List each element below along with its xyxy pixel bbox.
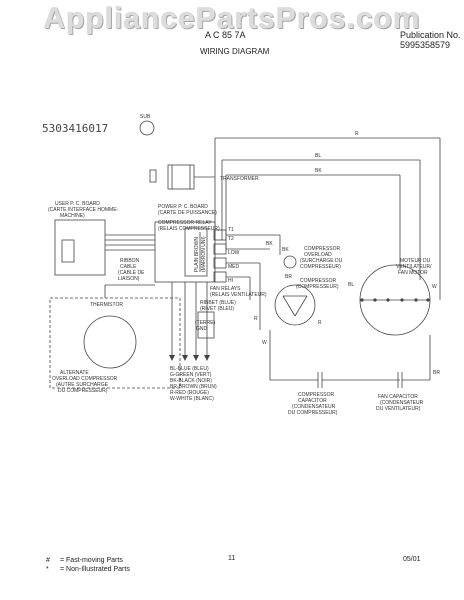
user-board-label-3: MACHINE) bbox=[60, 213, 85, 219]
ribbet-label-2: (RIVET (BLEU) bbox=[200, 306, 234, 312]
diagram-title: WIRING DIAGRAM bbox=[200, 47, 270, 56]
overload-label-4: COMPRESSEUR) bbox=[300, 264, 341, 270]
wire-code: BK bbox=[266, 241, 273, 247]
wire-code: R bbox=[355, 131, 359, 137]
color-key-red: R-RED (ROUGE) bbox=[170, 390, 209, 396]
wire-code: BK bbox=[282, 247, 289, 253]
plain-brown-label-2: (MARRON UNI) bbox=[201, 236, 207, 272]
ribbon-cable-label-3: (CABLE DE bbox=[118, 270, 145, 276]
revision-date: 05/01 bbox=[403, 556, 421, 563]
terminal-med: MED bbox=[228, 264, 240, 270]
fan-relays-label-2: (RELAIS VENTILATEUR) bbox=[210, 292, 267, 298]
comp-cap-label-3: (CONDENSATEUR bbox=[292, 404, 336, 410]
part-number: 5303416017 bbox=[42, 122, 108, 135]
color-key-brown: BR-BROWN (BRUN) bbox=[170, 384, 217, 390]
transformer-label: TRANSFORMER bbox=[220, 176, 259, 182]
ribbet-label-1: RIBBET (BLUE) bbox=[200, 300, 236, 306]
publication-number: 5995358579 bbox=[400, 40, 451, 50]
terminal-low: LOW bbox=[228, 250, 240, 256]
fan-cap-label-1: FAN CAPACITOR bbox=[378, 394, 418, 400]
page-number: 11 bbox=[228, 555, 236, 562]
terminal-t1: T1 bbox=[228, 227, 234, 233]
wire-code: BR bbox=[433, 370, 440, 376]
user-board-label-2: (CARTE INTERFACE HOMME- bbox=[48, 207, 119, 213]
ribbon-cable-label-1: RIBBON bbox=[120, 258, 140, 264]
comp-relay-label-1: COMPRESSOR RELAY bbox=[158, 220, 212, 226]
legend-symbol: # bbox=[46, 557, 50, 564]
comp-cap-label-2: CAPACITOR bbox=[298, 398, 327, 404]
overload-label-3: (SURCHARGE DU bbox=[300, 258, 343, 264]
wire-code: W bbox=[432, 284, 437, 290]
gnd-label: GND bbox=[196, 326, 208, 332]
legend-fast-moving: # = Fast-moving Parts bbox=[46, 557, 123, 564]
fan-motor-label-3: FAN MOTOR bbox=[398, 270, 428, 276]
user-board-label-1: USER P. C. BOARD bbox=[55, 201, 100, 207]
compressor-label-1: COMPRESSOR bbox=[300, 278, 337, 284]
fan-motor-label-1: MOTEUR DU bbox=[400, 258, 431, 264]
legend-symbol: * bbox=[46, 566, 49, 573]
terminal-hi: HI bbox=[228, 278, 233, 284]
legend-non-illustrated: * = Non-Illustrated Parts bbox=[46, 566, 130, 573]
alt-overload-label-3: (AUTRE SURCHARGE bbox=[56, 382, 109, 388]
model-number: A C 85 7A bbox=[205, 30, 246, 40]
comp-cap-label-4: DU COMPRESSEUR) bbox=[288, 410, 338, 416]
legend-text: = Non-Illustrated Parts bbox=[60, 566, 130, 573]
terre-label: (TERRE) bbox=[195, 320, 216, 326]
overload-label-1: COMPRESSOR bbox=[304, 246, 341, 252]
plain-brown-label-1: PLAIN BROWN bbox=[194, 237, 200, 272]
alt-overload-label-2: OVERLOAD COMPRESSOR bbox=[52, 376, 118, 382]
publication-label: Publication No. bbox=[400, 30, 461, 40]
fan-cap-label-2: (CONDENSATEUR bbox=[380, 400, 424, 406]
color-key-green: G-GREEN (VERT) bbox=[170, 372, 212, 378]
thermistor-label: THERMISTOR bbox=[90, 302, 123, 308]
fan-cap-label-3: DU VENTILATEUR) bbox=[376, 406, 421, 412]
wire-code: R bbox=[318, 320, 322, 326]
wire-code: BK bbox=[315, 168, 322, 174]
wire-code: BR bbox=[285, 274, 292, 280]
wire-code: BL bbox=[348, 282, 354, 288]
legend-text: = Fast-moving Parts bbox=[60, 557, 123, 564]
color-key-blue: BL-BLUE (BLEU) bbox=[170, 366, 209, 372]
power-board-label-2: (CARTE DE PUISSANCE) bbox=[158, 210, 217, 216]
wire-code: BL bbox=[315, 153, 321, 159]
ribbon-cable-label-2: CABLE bbox=[120, 264, 137, 270]
alt-overload-label-4: DU COMPRESSEUR) bbox=[58, 388, 108, 394]
comp-relay-label-2: (RELAIS COMPRESSEUR) bbox=[158, 226, 220, 232]
fan-relays-label-1: FAN RELAYS bbox=[210, 286, 241, 292]
ribbon-cable-label-4: LIAISON) bbox=[118, 276, 140, 282]
overload-label-2: OVERLOAD bbox=[304, 252, 332, 258]
alt-overload-label-1: ALTERNATE bbox=[60, 370, 89, 376]
site-watermark: AppliancePartsPros.com bbox=[43, 2, 421, 35]
fan-motor-label-2: VENTILATEUR/ bbox=[396, 264, 432, 270]
color-key-white: W-WHITE (BLANC) bbox=[170, 396, 214, 402]
power-board-label-1: POWER P. C. BOARD bbox=[158, 204, 208, 210]
sub-label: SUB bbox=[140, 114, 151, 120]
wire-code: R bbox=[254, 316, 258, 322]
color-key-black: BK-BLACK (NOIR) bbox=[170, 378, 212, 384]
comp-cap-label-1: COMPRESSOR bbox=[298, 392, 335, 398]
wire-code: W bbox=[262, 340, 267, 346]
compressor-label-2: (COMPRESSEUR) bbox=[296, 284, 339, 290]
terminal-t2: T2 bbox=[228, 236, 234, 242]
